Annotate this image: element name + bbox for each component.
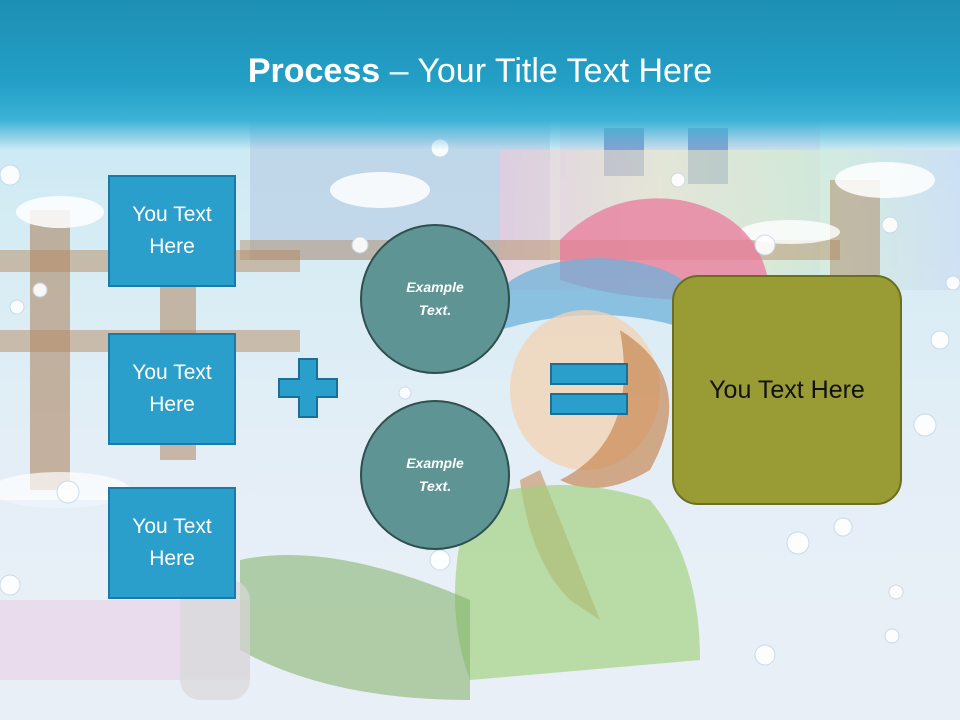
example-circle-1-line2: Text.: [418, 302, 452, 318]
input-box-1-line2: Here: [149, 235, 195, 258]
input-box-2-line2: Here: [149, 393, 195, 416]
title-bar: [0, 0, 960, 150]
input-box-3-line1: You Text: [132, 515, 212, 538]
input-box-2-line1: You Text: [132, 361, 212, 384]
example-circle-2-line2: Text.: [418, 478, 452, 494]
input-box-3-line2: Here: [149, 547, 195, 570]
plus-icon: [278, 358, 338, 418]
input-box-1-line1: You Text: [132, 203, 212, 226]
title-bold: Process: [247, 52, 381, 90]
title-rest: – Your Title Text Here: [380, 52, 713, 90]
example-circle-2-line1: Example: [406, 455, 464, 471]
example-circle-1-line1: Example: [406, 279, 464, 295]
result-box[interactable]: You Text Here: [672, 275, 902, 505]
equals-icon: [550, 363, 628, 415]
slide-title: Process – Your Title Text Here: [0, 52, 960, 91]
result-box-text: You Text Here: [709, 375, 865, 404]
